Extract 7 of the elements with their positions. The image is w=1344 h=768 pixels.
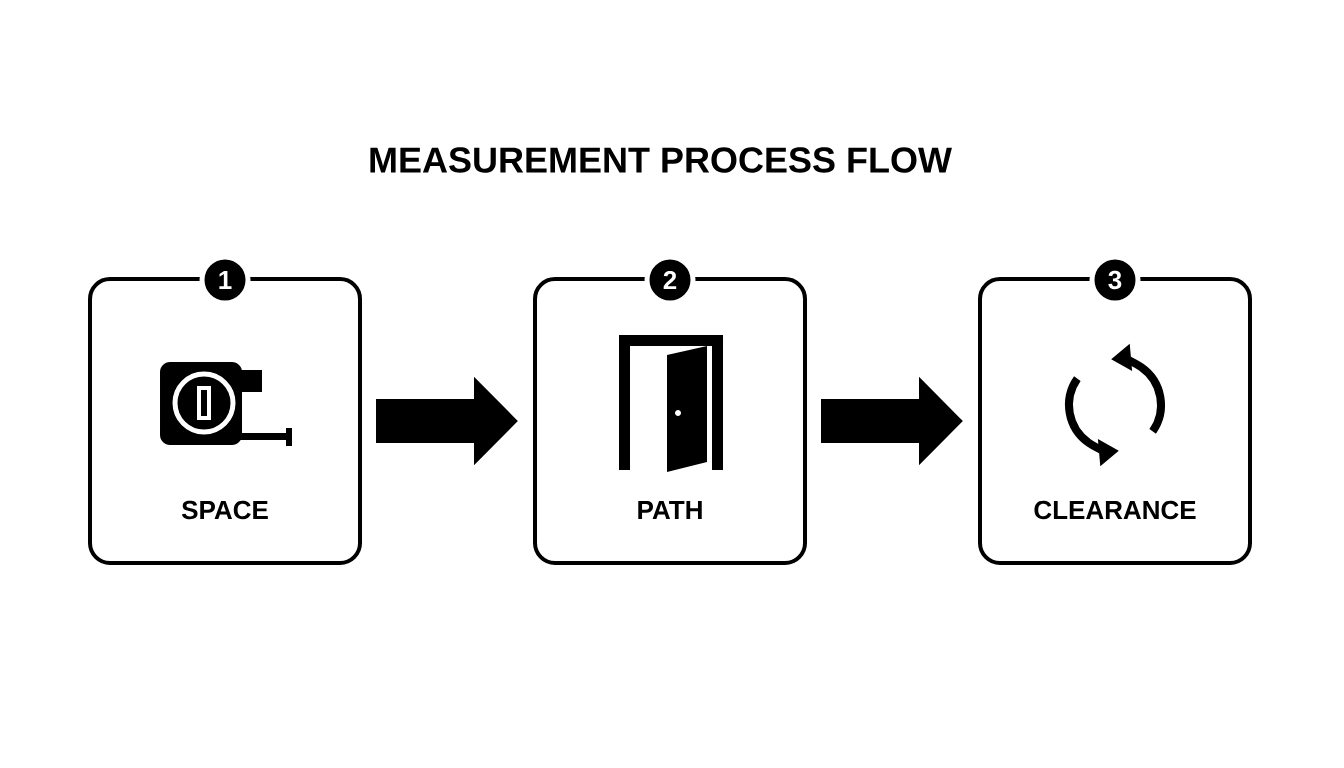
step-label: SPACE: [181, 500, 268, 520]
step-number: 2: [644, 254, 696, 306]
step-label: PATH: [638, 501, 702, 519]
title: MEASUREMENT PROCESS FLOW: [370, 147, 952, 173]
step-label: CLEARANCE: [1034, 500, 1196, 520]
step-number: 1: [199, 254, 251, 306]
step-number: 3: [1089, 254, 1141, 306]
